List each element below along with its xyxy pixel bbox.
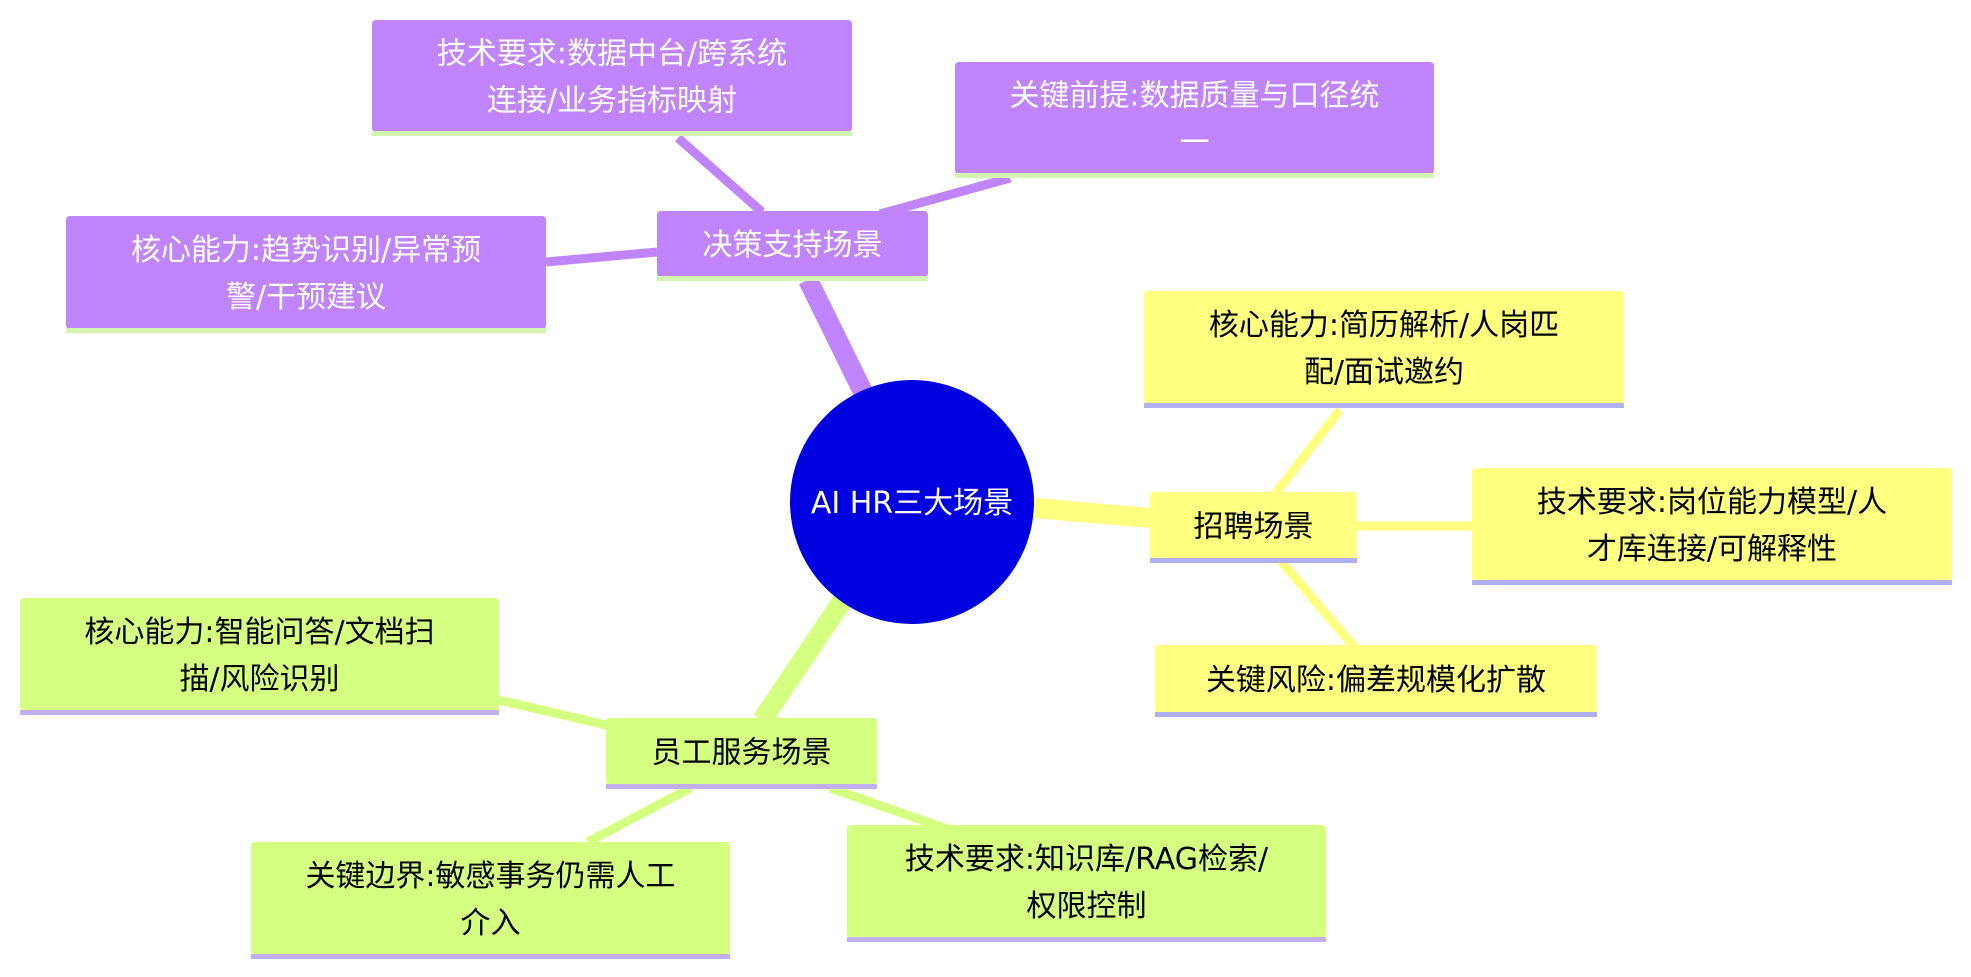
leaf-underline-service-0: [20, 710, 499, 715]
branch-underline-service: [606, 784, 877, 789]
leaf-label-decision-0-line-1: 连接/业务指标映射: [487, 84, 737, 119]
leaf-label-recruit-0-line-0: 核心能力:简历解析/人岗匹: [1209, 308, 1559, 343]
leaf-edge-service-2: [828, 783, 952, 835]
leaf-node-decision-2: [66, 216, 546, 329]
leaf-label-recruit-1-line-1: 才库连接/可解释性: [1587, 532, 1837, 567]
branch-label-service: 员工服务场景: [652, 736, 832, 771]
leaf-node-service-0: [20, 598, 499, 711]
mindmap-edges: [497, 134, 1472, 846]
leaf-edge-decision-1: [878, 173, 1012, 219]
center-node-circle: [790, 380, 1034, 624]
branch-edge-decision: [799, 275, 875, 403]
branch-label-recruit: 招聘场景: [1194, 510, 1314, 545]
leaf-node-recruit-1: [1472, 468, 1952, 581]
leaf-underline-service-1: [251, 954, 730, 959]
branch-node-service: [606, 718, 877, 785]
leaf-node-decision-0: [372, 20, 852, 132]
leaf-label-service-0-line-0: 核心能力:智能问答/文档扫: [84, 615, 434, 650]
leaf-label-decision-0-line-0: 技术要求:数据中台/跨系统: [437, 37, 787, 72]
leaf-edge-decision-0: [675, 134, 765, 216]
leaf-underline-service-2: [847, 937, 1326, 942]
leaf-edge-service-0: [497, 695, 612, 731]
branch-underline-recruit: [1150, 558, 1357, 563]
leaf-node-service-1: [251, 842, 730, 955]
leaf-label-decision-1-line-1: 一: [1180, 126, 1210, 161]
leaf-label-recruit-2-line-0: 关键风险:偏差规模化扩散: [1206, 663, 1546, 698]
leaf-edge-decision-2: [545, 247, 658, 267]
branch-underline-decision: [657, 276, 928, 281]
leaf-node-recruit-0: [1144, 291, 1624, 404]
leaf-edge-recruit-0: [1271, 407, 1344, 497]
branch-edge-recruit: [1033, 498, 1151, 528]
leaf-underline-decision-0: [372, 131, 852, 136]
leaf-node-decision-1: [955, 62, 1434, 174]
leaf-underline-recruit-1: [1472, 580, 1952, 585]
leaf-label-recruit-1-line-0: 技术要求:岗位能力模型/人: [1537, 485, 1887, 520]
leaf-label-decision-2-line-1: 警/干预建议: [226, 280, 386, 315]
leaf-node-service-2: [847, 825, 1326, 938]
leaf-edge-recruit-2: [1276, 557, 1359, 651]
center-node-label: AI HR三大场景: [811, 486, 1013, 521]
leaf-label-service-2-line-1: 权限控制: [1027, 889, 1147, 924]
leaf-underline-recruit-0: [1144, 403, 1624, 408]
leaf-label-recruit-0-line-1: 配/面试邀约: [1304, 355, 1464, 390]
leaf-underline-recruit-2: [1155, 712, 1597, 717]
leaf-node-recruit-2: [1155, 645, 1597, 713]
branch-label-decision: 决策支持场景: [703, 228, 883, 263]
leaf-label-service-0-line-1: 描/风险识别: [179, 662, 339, 697]
leaf-label-decision-1-line-0: 关键前提:数据质量与口径统: [1009, 79, 1379, 114]
branch-node-decision: [657, 211, 928, 277]
leaf-underline-decision-1: [955, 173, 1434, 178]
branch-node-recruit: [1150, 492, 1357, 559]
branch-edge-service: [753, 594, 852, 726]
leaf-label-service-2-line-0: 技术要求:知识库/RAG检索/: [905, 842, 1269, 877]
leaf-label-service-1-line-1: 介入: [461, 906, 521, 941]
leaf-underline-decision-2: [66, 328, 546, 333]
leaf-label-service-1-line-0: 关键边界:敏感事务仍需人工: [305, 859, 675, 894]
leaf-label-decision-2-line-0: 核心能力:趋势识别/异常预: [131, 233, 481, 268]
leaf-edge-service-1: [585, 784, 693, 846]
